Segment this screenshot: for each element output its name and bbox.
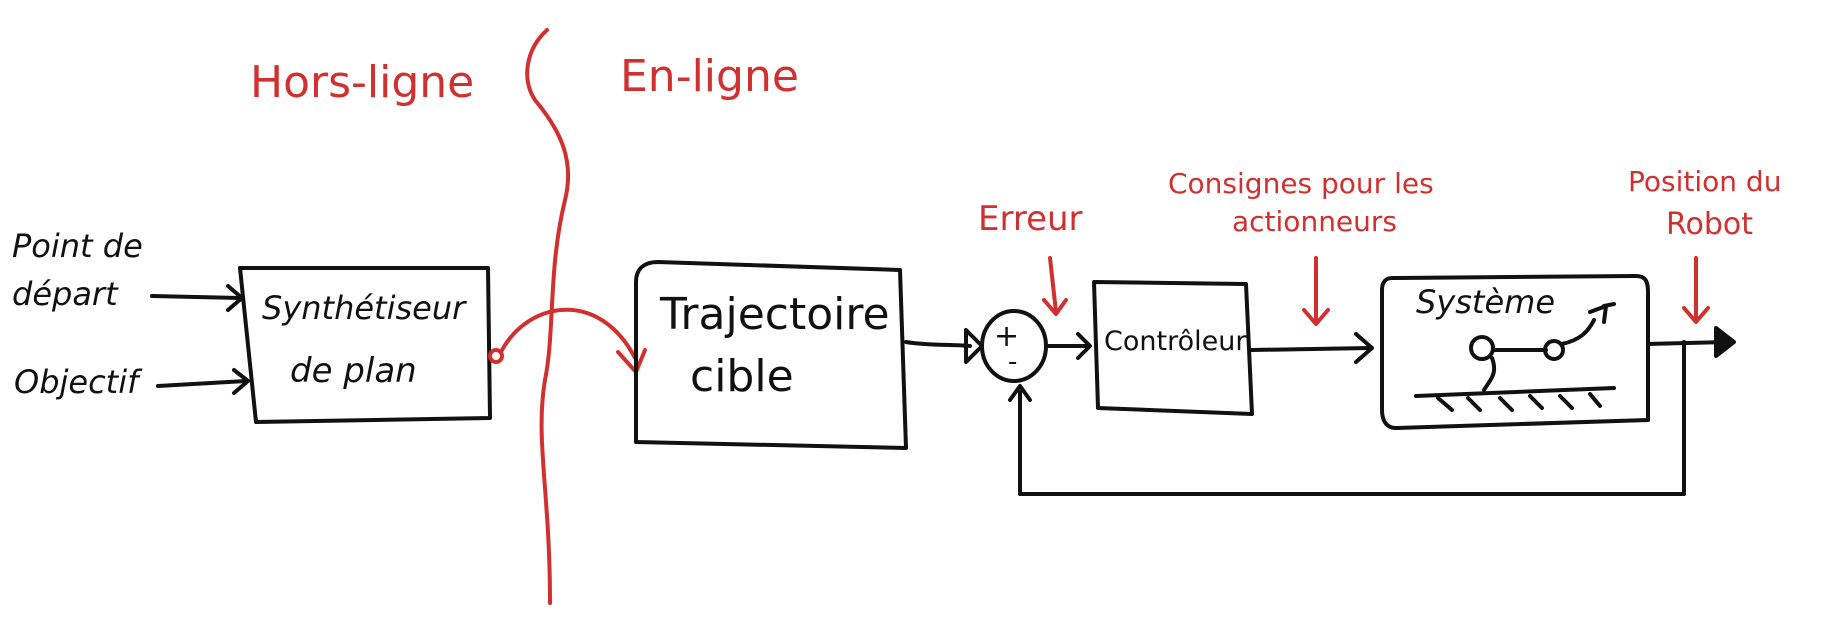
planner-label-line2: de plan bbox=[290, 351, 417, 391]
reference-arrow bbox=[904, 328, 984, 364]
offline-online-divider bbox=[525, 28, 571, 605]
error-annotation: Erreur bbox=[978, 199, 1083, 239]
start-input-label-line1: Point de bbox=[12, 227, 143, 265]
commands-pointer-arrow bbox=[1302, 256, 1330, 326]
trajectory-label-line2: cible bbox=[690, 351, 794, 402]
summing-minus-sign: - bbox=[1008, 347, 1018, 377]
command-arrow bbox=[1250, 332, 1374, 364]
commands-annotation-line2: actionneurs bbox=[1232, 205, 1398, 238]
trajectory-block-outline bbox=[634, 260, 908, 450]
planner-block-outline bbox=[238, 266, 492, 424]
goal-input-label: Objectif bbox=[14, 363, 139, 401]
position-annotation-line1: Position du bbox=[1628, 165, 1782, 198]
position-annotation-line2: Robot bbox=[1666, 207, 1754, 242]
error-pointer-arrow bbox=[1042, 256, 1068, 316]
system-block-outline bbox=[1380, 274, 1650, 430]
output-arrow bbox=[1646, 326, 1736, 358]
online-region-label: En-ligne bbox=[620, 51, 799, 102]
system-label: Système bbox=[1416, 283, 1556, 321]
feedback-arrowhead bbox=[1008, 384, 1032, 402]
commands-annotation-line1: Consignes pour les bbox=[1168, 167, 1434, 200]
controller-label: Contrôleur bbox=[1104, 326, 1247, 357]
feedback-loop bbox=[1018, 340, 1686, 496]
goal-input-arrow bbox=[156, 368, 250, 395]
plan-transfer-arrow bbox=[488, 307, 647, 374]
error-arrow bbox=[1044, 332, 1092, 360]
summing-plus-sign: + bbox=[994, 319, 1020, 354]
offline-region-label: Hors-ligne bbox=[250, 57, 475, 108]
trajectory-label-line1: Trajectoire bbox=[660, 289, 890, 340]
position-pointer-arrow bbox=[1682, 256, 1710, 324]
controller-block-outline bbox=[1092, 280, 1254, 416]
planner-label-line1: Synthétiseur bbox=[262, 289, 466, 327]
robot-arm-sketch bbox=[1414, 302, 1616, 412]
start-input-label-line2: départ bbox=[12, 275, 118, 313]
start-input-arrow bbox=[150, 284, 244, 312]
